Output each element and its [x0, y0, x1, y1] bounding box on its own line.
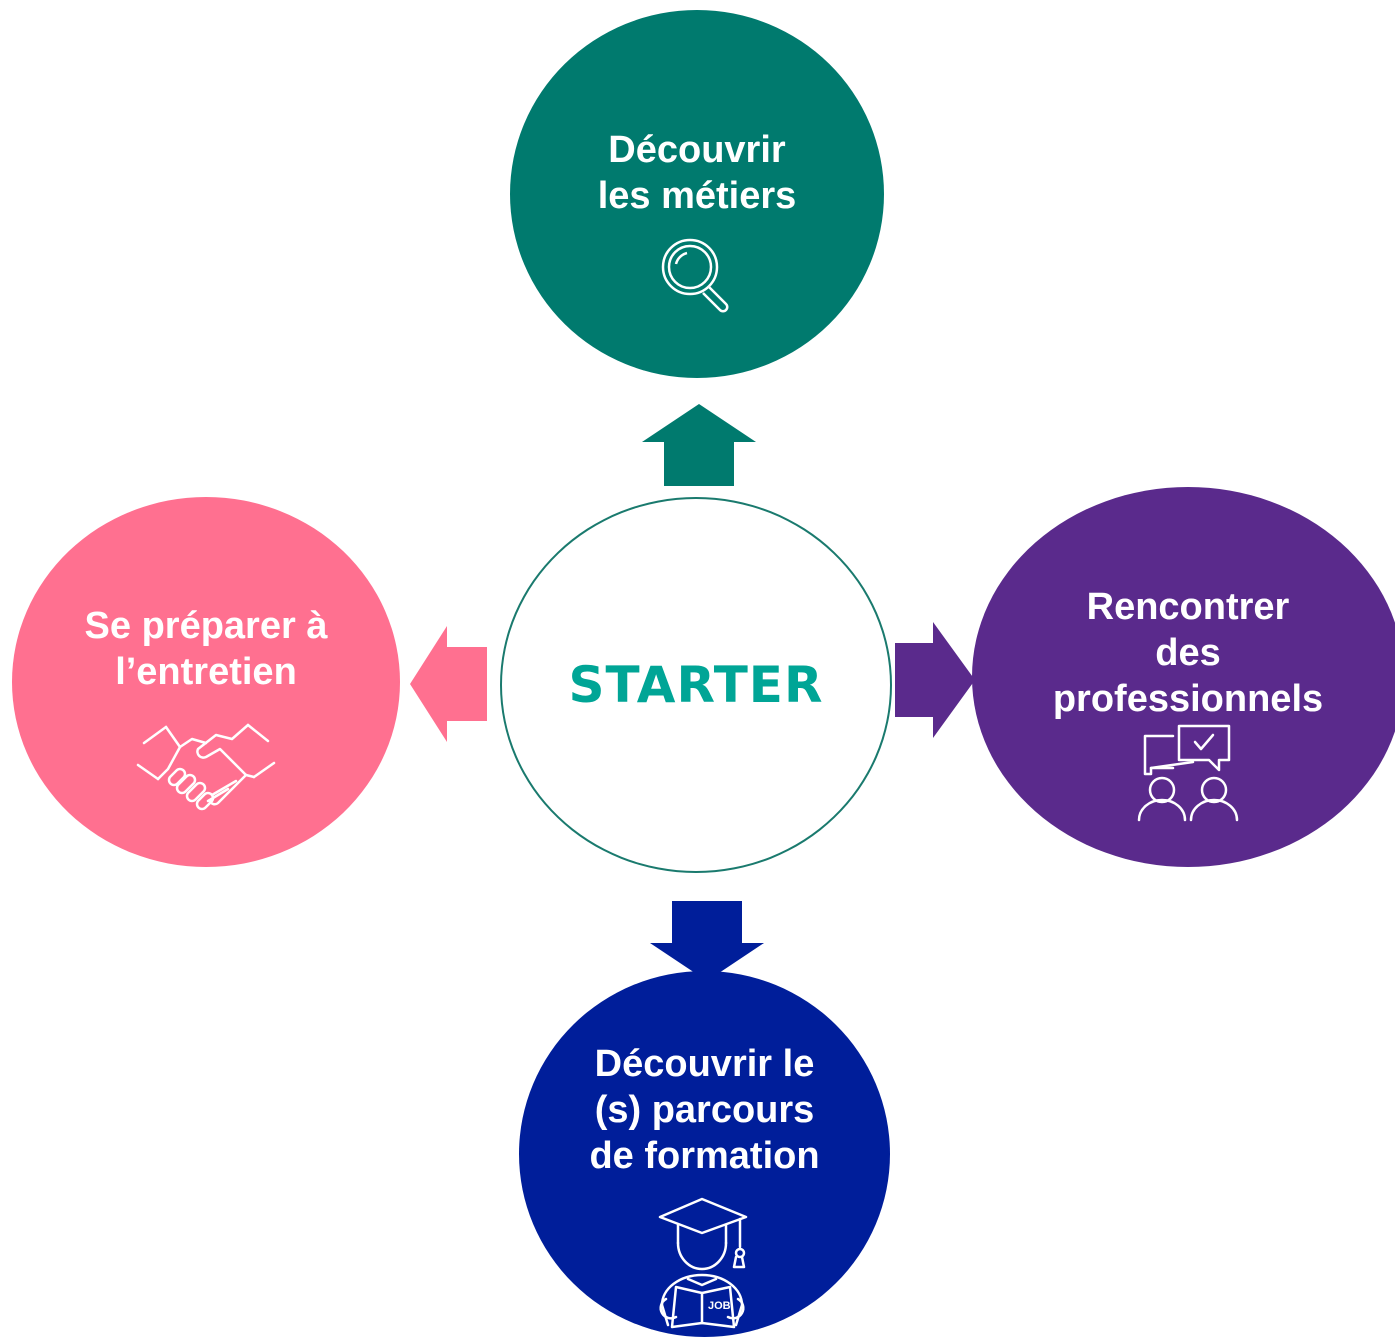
node-meet-professionals[interactable]: Rencontrer des professionnels: [972, 487, 1395, 867]
node-prepare-interview-label: Se préparer à l’entretien: [84, 605, 328, 693]
node-training-paths[interactable]: Découvrir le (s) parcours de formation J…: [519, 971, 890, 1337]
node-meet-professionals-label: Rencontrer des professionnels: [1052, 586, 1324, 720]
meeting-icon: [1137, 724, 1239, 822]
magnifier-icon: [661, 238, 729, 313]
arrow-down: [650, 901, 764, 981]
node-discover-jobs-label: Découvrir les métiers: [597, 129, 797, 217]
graduate-reading-icon: JOB: [658, 1197, 747, 1329]
node-prepare-interview[interactable]: Se préparer à l’entretien: [12, 497, 400, 867]
arrow-right: [895, 622, 975, 738]
arrow-up: [642, 404, 756, 486]
node-discover-jobs[interactable]: Découvrir les métiers: [510, 10, 884, 378]
job-text: JOB: [708, 1300, 731, 1312]
center-title: STARTER: [568, 656, 824, 714]
node-training-paths-label: Découvrir le (s) parcours de formation: [589, 1043, 820, 1177]
center-node: STARTER: [500, 497, 892, 873]
handshake-icon: [136, 723, 276, 811]
arrow-left: [410, 626, 487, 742]
